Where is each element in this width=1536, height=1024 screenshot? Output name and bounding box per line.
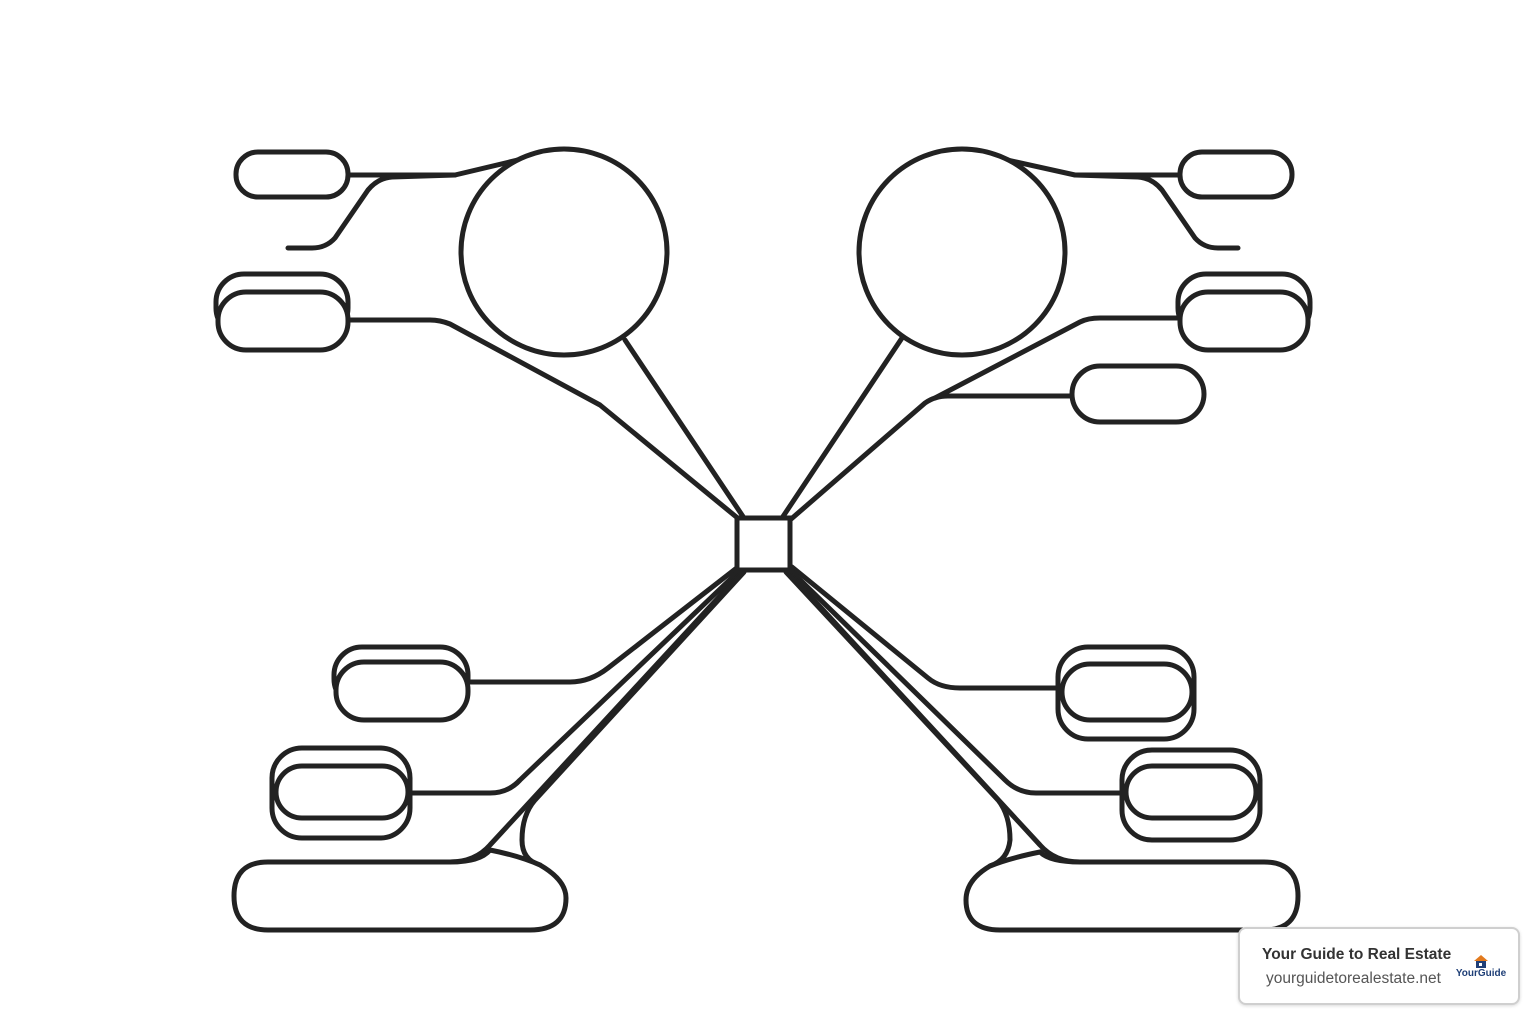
connector-center-left-circle [622,337,747,521]
connector-lower-left-4 [519,569,747,868]
watermark-title: Your Guide to Real Estate [1262,946,1452,963]
connector-upper-left-branch [345,317,743,523]
right-middle-pill [1069,363,1207,425]
lower-left-wide-blob [231,847,569,933]
watermark-badge[interactable]: Your Guide to Real Estate yourguidetorea… [1238,927,1520,1005]
top-left-pill [233,149,351,200]
connector-lower-left-1 [465,564,741,685]
center-square-node [734,515,793,573]
connector-upper-right-branch-2 [932,315,1183,401]
lower-left-pill-2-front [273,763,411,821]
connector-top-left-line [285,172,458,251]
connector-lower-right-4 [783,569,1013,869]
connector-lower-right-1 [789,564,1063,691]
lower-right-pill-1-front [1059,661,1195,723]
connector-upper-right-branch [787,393,1075,523]
lower-left-pill-1-front [333,659,471,723]
connector-lines [285,147,1241,869]
right-circle-node [856,146,1068,358]
watermark-url[interactable]: yourguidetorealestate.net [1266,970,1441,987]
connector-lower-right-2 [787,567,1125,796]
connector-top-right-line [1072,172,1241,251]
left-circle-node [458,146,670,358]
connector-center-right-circle [779,335,905,521]
lower-right-wide-blob [963,849,1301,933]
connector-lower-left-2 [407,567,743,796]
lower-right-pill-2-front [1123,763,1259,821]
left-stacked-pill-front [215,289,351,353]
logo-text: YourGuide [1456,968,1507,979]
top-right-pill [1177,149,1295,200]
house-logo-icon: YourGuide [1456,955,1507,979]
right-stacked-pill-front [1177,289,1311,353]
